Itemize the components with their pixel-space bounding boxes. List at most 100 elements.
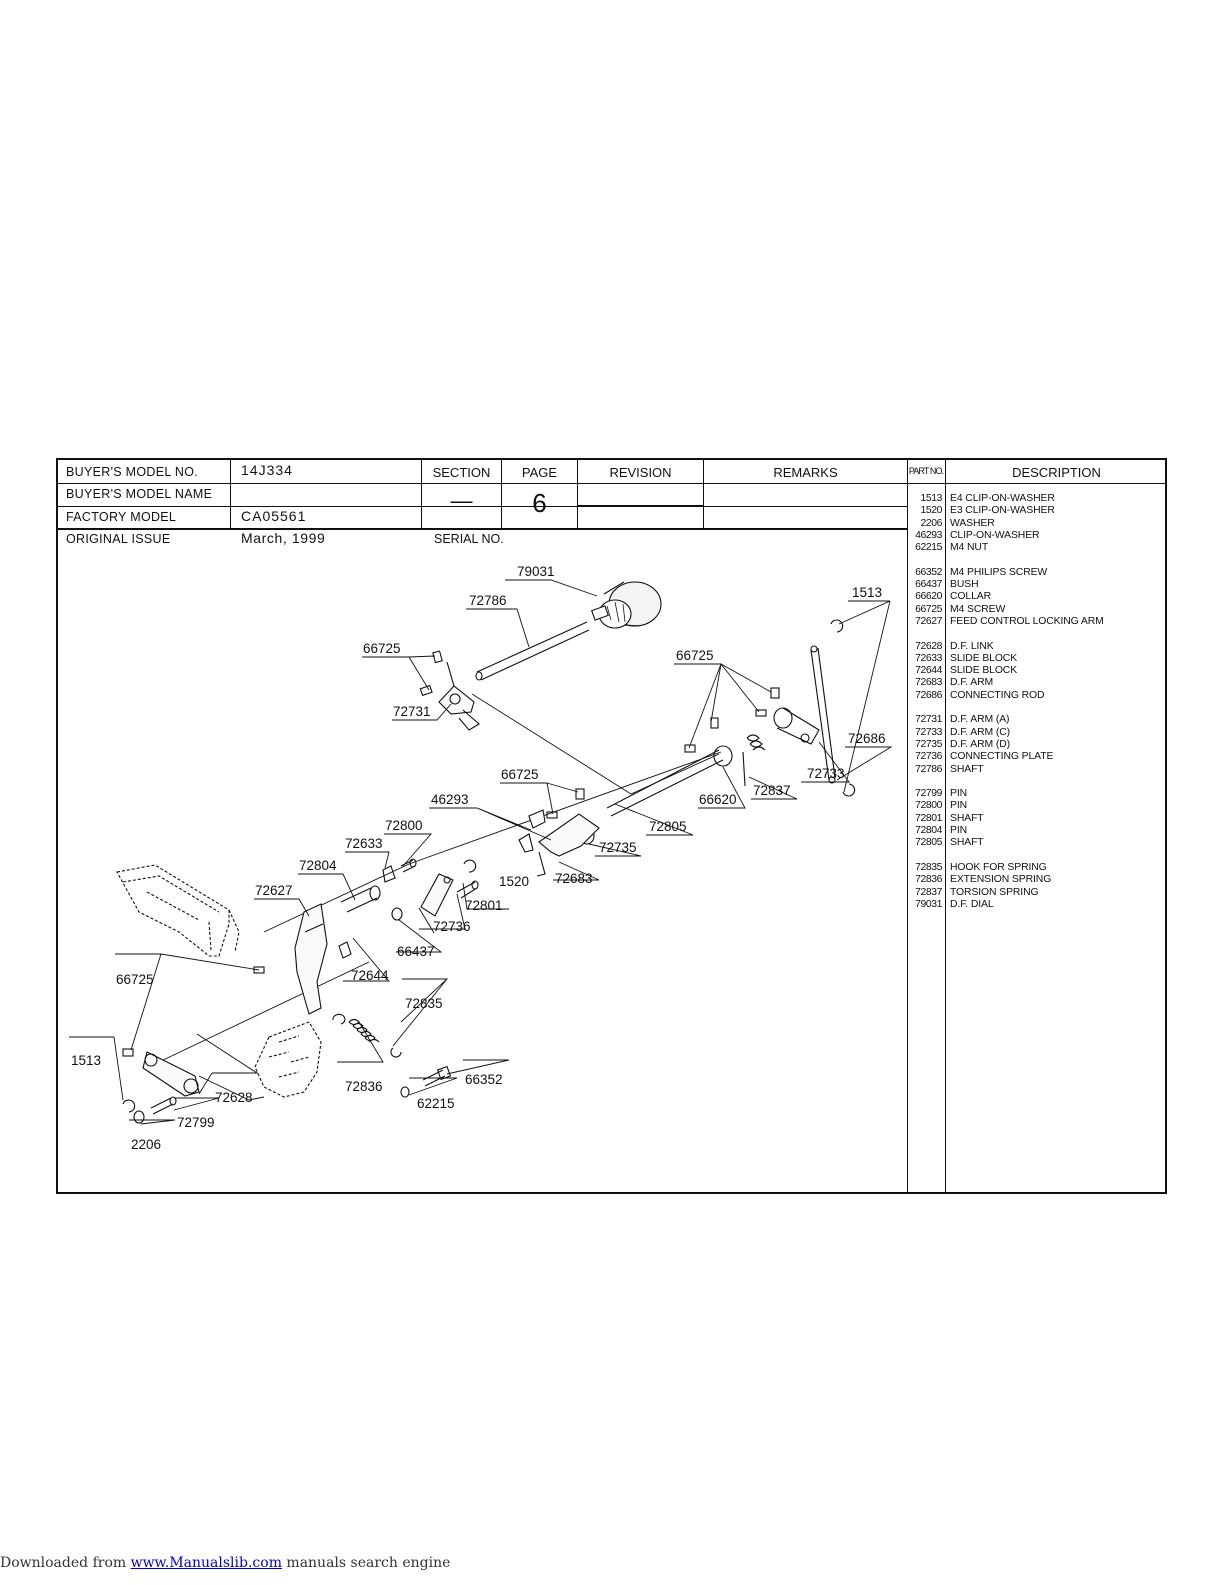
callout-66352: 66352 <box>465 1072 503 1087</box>
part-number: 72735 <box>915 738 942 750</box>
part-number: 72836 <box>915 874 942 886</box>
callout-72800: 72800 <box>385 818 423 833</box>
part-description: M4 SCREW <box>950 603 1006 615</box>
callout-72644: 72644 <box>351 968 389 983</box>
description-label: DESCRIPTION <box>1012 465 1101 480</box>
part-description: CONNECTING ROD <box>950 689 1045 701</box>
part-number: 1513 <box>920 493 942 504</box>
callout-62215: 62215 <box>417 1096 455 1111</box>
callout-72627: 72627 <box>255 883 293 898</box>
part-description: EXTENSION SPRING <box>950 874 1052 886</box>
part-number: 79031 <box>915 898 942 910</box>
part-number: 2206 <box>920 517 942 529</box>
callout-72731: 72731 <box>393 704 431 719</box>
parts-list-row: 72644 SLIDE BLOCK <box>908 665 1166 677</box>
exploded-parts-diagram: 79031 72786 66725 72731 1513 66725 72686… <box>69 564 893 1152</box>
grid-line <box>907 460 908 1194</box>
callout-72836: 72836 <box>345 1079 383 1094</box>
callout-72786: 72786 <box>469 593 507 608</box>
part-number: 62215 <box>915 542 942 554</box>
callout-66437: 66437 <box>397 944 435 959</box>
part-description: E3 CLIP-ON-WASHER <box>950 505 1055 517</box>
part-number: 66437 <box>915 579 942 591</box>
part-description: D.F. ARM <box>950 677 994 689</box>
part-description: SLIDE BLOCK <box>950 652 1018 664</box>
part-description: HOOK FOR SPRING <box>950 861 1047 873</box>
part-description: CONNECTING PLATE <box>950 751 1054 763</box>
callout-66725: 66725 <box>116 972 154 987</box>
callout-1513: 1513 <box>71 1053 101 1068</box>
parts-list-row: 66437 BUSH <box>908 579 1166 591</box>
part-description: FEED CONTROL LOCKING ARM <box>950 615 1104 627</box>
parts-list-row: 72805 SHAFT <box>908 837 1166 849</box>
original-issue-label: ORIGINAL ISSUE <box>66 532 171 546</box>
part-number: 72733 <box>915 726 942 738</box>
parts-list-row: 72836 EXTENSION SPRING <box>908 874 1166 886</box>
part-no-label: PART NO. <box>908 466 944 476</box>
grid-line <box>230 460 231 529</box>
callout-72686: 72686 <box>848 731 886 746</box>
df-dial <box>591 581 662 629</box>
callout-46293: 46293 <box>431 792 469 807</box>
grid-line <box>421 460 422 529</box>
part-description: PIN <box>950 825 968 837</box>
page-number: 6 <box>532 488 547 518</box>
part-number: 46293 <box>915 529 942 541</box>
part-description: SLIDE BLOCK <box>950 665 1018 677</box>
part-description: D.F. ARM (D) <box>950 738 1010 750</box>
parts-list-row: 72736 CONNECTING PLATE <box>908 751 1166 763</box>
manualslib-link[interactable]: www.Manualslib.com <box>130 1555 282 1571</box>
callout-72805: 72805 <box>649 819 687 834</box>
part-number: 72644 <box>915 665 942 677</box>
grid-line <box>58 506 907 507</box>
download-footer: Downloaded from www.Manualslib.com manua… <box>0 1555 450 1571</box>
callout-66725: 66725 <box>363 641 401 656</box>
part-description: PIN <box>950 788 968 800</box>
parts-group-gap <box>908 628 1166 640</box>
part-number: 72633 <box>915 652 942 664</box>
buyers-model-no-label: BUYER'S MODEL NO. <box>66 465 199 479</box>
part-number: 72736 <box>915 751 942 763</box>
parts-list-row: 72799 PIN <box>908 788 1166 800</box>
part-number: 66352 <box>915 566 942 578</box>
part-number: 72804 <box>915 825 942 837</box>
callout-72837: 72837 <box>753 783 791 798</box>
grid-line <box>501 460 502 529</box>
grid-line <box>945 460 946 1194</box>
remarks-label: REMARKS <box>773 465 838 480</box>
part-number: 72800 <box>915 800 942 812</box>
part-description: BUSH <box>950 579 979 591</box>
factory-model: CA05561 <box>241 508 307 524</box>
part-description: SHAFT <box>950 837 984 849</box>
df-link <box>142 1051 200 1097</box>
callout-72801: 72801 <box>465 898 503 913</box>
part-number: 72799 <box>915 788 942 800</box>
df-arm-d <box>518 809 600 877</box>
grid-line <box>577 460 578 529</box>
connecting-rod <box>810 645 836 784</box>
part-number: 72805 <box>915 837 942 849</box>
footer-prefix: Downloaded from <box>0 1555 131 1571</box>
grid-line <box>577 505 703 506</box>
callout-66725: 66725 <box>676 648 714 663</box>
page-label: PAGE <box>521 465 558 480</box>
callout-72736: 72736 <box>433 919 471 934</box>
callout-72633: 72633 <box>345 836 383 851</box>
part-description: M4 NUT <box>950 542 989 554</box>
callout-72835: 72835 <box>405 996 443 1011</box>
part-description: SHAFT <box>950 763 984 775</box>
callout-66620: 66620 <box>699 792 737 807</box>
parts-group-gap <box>908 776 1166 788</box>
callout-72735: 72735 <box>599 840 637 855</box>
part-number: 72837 <box>915 886 942 898</box>
